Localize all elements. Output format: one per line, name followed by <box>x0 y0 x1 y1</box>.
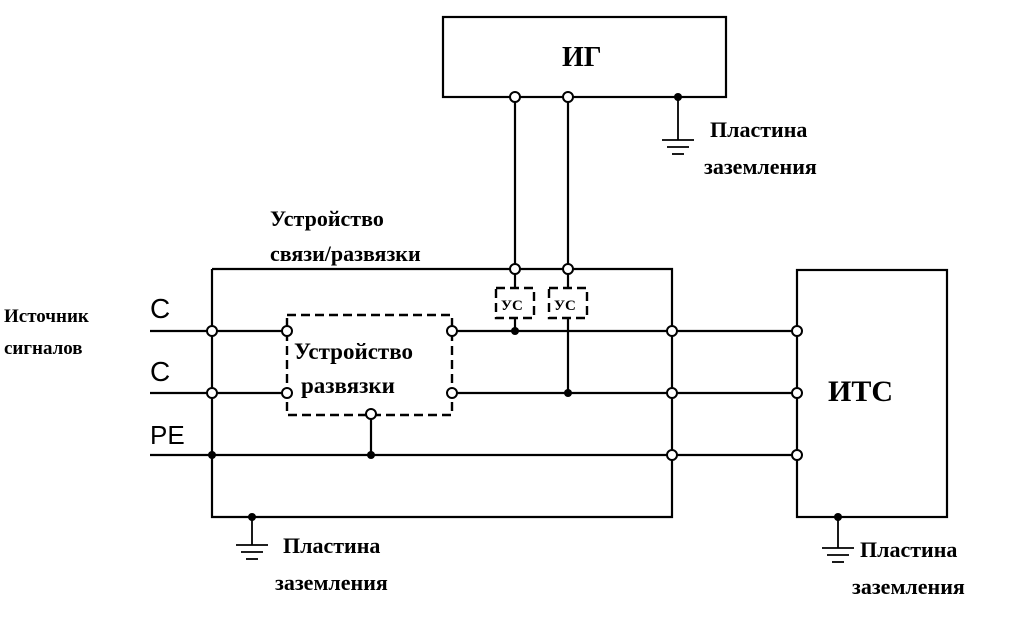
eut-block: ИТС <box>791 268 949 519</box>
cdn-ground-label-1: Пластина <box>283 533 380 558</box>
cdn-block: Устройство связи/развязки <box>210 206 674 519</box>
generator-label: ИГ <box>562 42 602 73</box>
generator-terminal-2 <box>562 91 574 103</box>
coupler-a-label: УС <box>501 298 523 314</box>
generator-block: ИГ <box>441 15 728 99</box>
terminals <box>206 325 678 461</box>
cdn-ground-label-2: заземления <box>275 570 388 595</box>
decoupling-label-1: Устройство <box>294 339 413 364</box>
signal-source-label-2: сигналов <box>4 338 83 359</box>
cdn-label-2: связи/развязки <box>270 241 421 266</box>
cdn-label-1: Устройство <box>270 206 384 231</box>
eut-ground: Пластина заземления <box>822 513 965 599</box>
line-pe: PE <box>150 420 792 459</box>
generator-leads <box>509 91 574 264</box>
line-c1: C <box>150 293 792 335</box>
decoupling-block: Устройство развязки <box>285 313 454 455</box>
cdn-ground: Пластина заземления <box>236 513 388 595</box>
generator-ground: Пластина заземления <box>662 93 817 179</box>
eut-ground-label-1: Пластина <box>860 537 957 562</box>
coupler-a: УС <box>494 263 536 332</box>
line-pe-label: PE <box>150 420 185 450</box>
generator-terminal-1 <box>509 91 521 103</box>
signal-source-label-1: Источник <box>4 306 89 327</box>
eut-ground-label-2: заземления <box>852 574 965 599</box>
line-c1-label: C <box>150 293 170 324</box>
generator-ground-label-1: Пластина <box>710 117 807 142</box>
signal-source: Источник сигналов <box>4 306 89 359</box>
coupler-b-label: УС <box>554 298 576 314</box>
generator-ground-label-2: заземления <box>704 154 817 179</box>
line-c2: C <box>150 356 792 397</box>
coupler-b: УС <box>547 263 589 393</box>
line-c2-label: C <box>150 356 170 387</box>
eut-label: ИТС <box>828 375 893 408</box>
decoupling-label-2: развязки <box>301 373 395 398</box>
